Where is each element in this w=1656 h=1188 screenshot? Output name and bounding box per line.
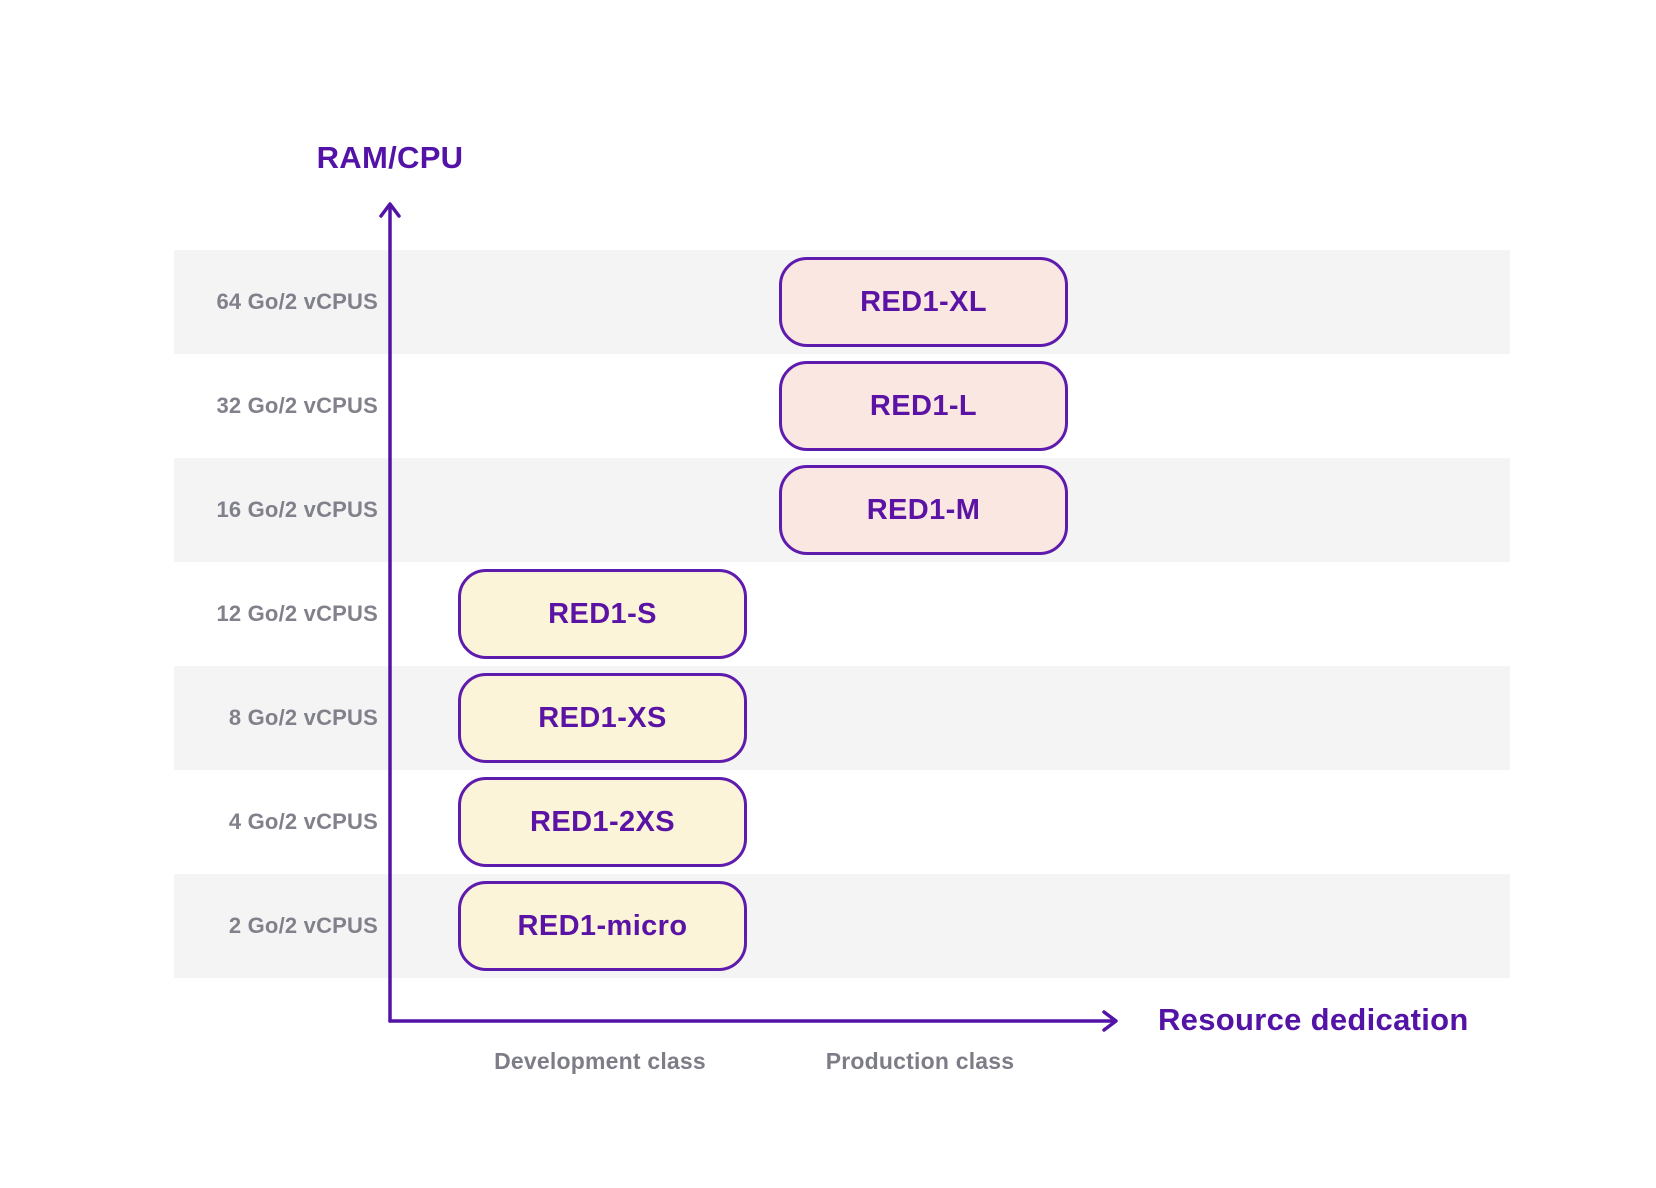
chart-row: 2 Go/2 vCPUS RED1-micro — [174, 874, 1510, 978]
instance-label: RED1-2XS — [529, 805, 676, 838]
x-axis-label-production-class: Production class — [825, 1048, 1015, 1074]
instance-label: RED1-L — [869, 389, 978, 422]
chart-rows: 64 Go/2 vCPUS RED1-XL 32 Go/2 vCPUS RED1… — [174, 250, 1510, 978]
instance-box-red1-2xs: RED1-2XS — [458, 777, 747, 867]
instance-label: RED1-micro — [517, 909, 688, 942]
y-axis-tick-label: 16 Go/2 vCPUS — [216, 497, 378, 522]
chart-row: 64 Go/2 vCPUS RED1-XL — [174, 250, 1510, 354]
chart-row: 16 Go/2 vCPUS RED1-M — [174, 458, 1510, 562]
y-axis-title: RAM/CPU — [316, 140, 464, 175]
instance-box-red1-m: RED1-M — [779, 465, 1068, 555]
x-axis-arrow-icon — [1102, 1010, 1118, 1032]
instance-box-red1-s: RED1-S — [458, 569, 747, 659]
x-axis-label-development-class: Development class — [494, 1048, 706, 1074]
instance-box-red1-l: RED1-L — [779, 361, 1068, 451]
chart-row: 12 Go/2 vCPUS RED1-S — [174, 562, 1510, 666]
x-axis-title: Resource dedication — [1158, 1002, 1469, 1037]
y-axis-tick-label: 2 Go/2 vCPUS — [228, 913, 378, 938]
instance-label: RED1-S — [548, 597, 657, 630]
instance-box-red1-xs: RED1-XS — [458, 673, 747, 763]
y-axis-tick-label: 8 Go/2 vCPUS — [228, 705, 378, 730]
instance-label: RED1-M — [866, 493, 981, 526]
instance-label: RED1-XS — [538, 701, 667, 734]
chart-row: 32 Go/2 vCPUS RED1-L — [174, 354, 1510, 458]
instance-box-red1-xl: RED1-XL — [779, 257, 1068, 347]
y-axis-tick-label: 4 Go/2 vCPUS — [228, 809, 378, 834]
instance-box-red1-micro: RED1-micro — [458, 881, 747, 971]
y-axis-tick-label: 32 Go/2 vCPUS — [216, 393, 378, 418]
y-axis-tick-label: 12 Go/2 vCPUS — [216, 601, 378, 626]
chart-row: 4 Go/2 vCPUS RED1-2XS — [174, 770, 1510, 874]
instance-label: RED1-XL — [860, 285, 987, 318]
chart-row: 8 Go/2 vCPUS RED1-XS — [174, 666, 1510, 770]
y-axis-arrow-icon — [379, 202, 401, 218]
y-axis-tick-label: 64 Go/2 vCPUS — [216, 289, 378, 314]
